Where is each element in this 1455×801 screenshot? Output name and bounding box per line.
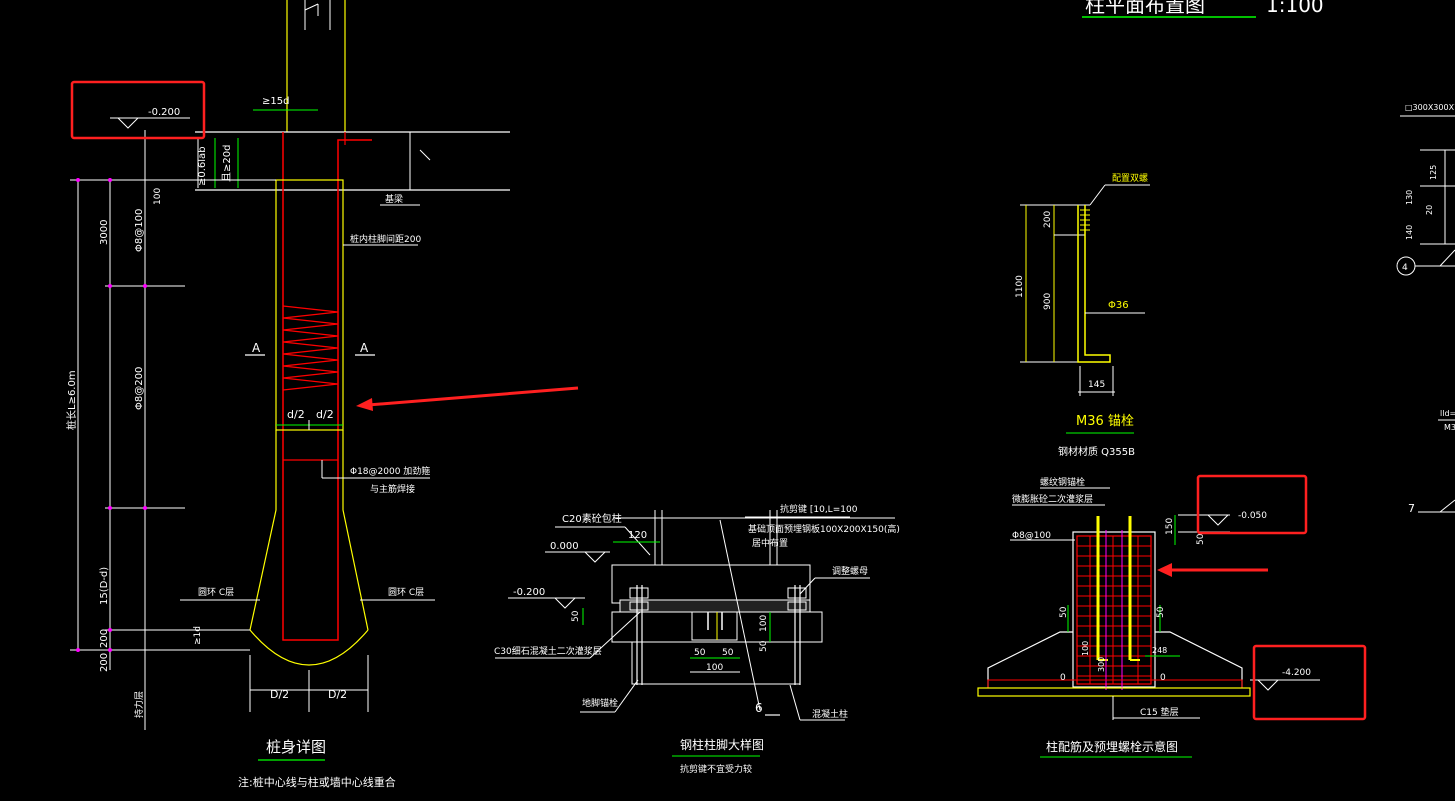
- steel-base-detail: C20素砼包柱 120 0.000 -0.200 50 抗剪键 [10,L=10…: [494, 503, 900, 775]
- column-title: 柱配筋及预埋螺栓示意图: [1046, 739, 1178, 754]
- stirrup-1: Φ8@100: [134, 209, 145, 252]
- arrow-to-stirrup: [367, 386, 579, 407]
- dim-15: 15(D-d): [99, 567, 110, 605]
- bolt-diameter: Φ36: [1108, 300, 1129, 311]
- dim-120: 120: [628, 530, 647, 541]
- zero-2: 0: [1160, 673, 1166, 683]
- highlight-box-bottom: [1252, 644, 1367, 721]
- edge-cut-b: M3: [1444, 423, 1455, 432]
- dim-100: 100: [759, 615, 769, 632]
- dim-50c: 50: [694, 648, 706, 658]
- elevation-top: -0.200: [148, 107, 180, 118]
- col-label2: 微膨胀砼二次灌浆层: [1012, 493, 1093, 505]
- dim-900: 900: [1043, 293, 1053, 310]
- d2-right: d/2: [316, 408, 334, 421]
- rebar-note2: 与主筋焊接: [370, 483, 415, 495]
- edge-20: 20: [1425, 205, 1434, 215]
- pile-detail: ≥15d ≥0.6lab 且≥20d A A d/2 d/2 桩: [65, 0, 579, 789]
- column-detail: 螺纹钢锚栓 微膨胀砼二次灌浆层 Φ8@100 C1: [977, 474, 1367, 758]
- header-title: 柱平面布置图: [1085, 0, 1205, 17]
- dim-100b: 100: [706, 663, 723, 673]
- section-a-left: A: [252, 341, 261, 355]
- highlight-box-top: [1196, 474, 1308, 535]
- anchor-material: 钢材材质 Q355B: [1058, 445, 1135, 458]
- dim-50b: 50: [759, 640, 769, 652]
- anchor-bolt-detail: 200 1100 900 配置双螺 Φ36 145 M36 锚栓 钢材材质 Q3…: [1015, 173, 1150, 458]
- edge-circle-4: 4: [1402, 263, 1408, 273]
- edge-num-7: 7: [1408, 502, 1415, 515]
- shear-key: 抗剪键 [10,L=100: [780, 503, 858, 515]
- dim-50b: 50: [1059, 606, 1069, 618]
- dim-300: 300: [1097, 657, 1106, 672]
- section-6: 6: [755, 701, 763, 715]
- rebar-note: Φ18@2000 加劲箍: [350, 465, 430, 477]
- dim-3000: 3000: [99, 220, 110, 245]
- pile-note: 注:桩中心线与柱或墙中心线重合: [238, 775, 396, 789]
- anchor-15d: ≥15d: [262, 96, 289, 107]
- dim-1100: 1100: [1015, 275, 1025, 298]
- pile-title: 桩身详图: [266, 738, 326, 756]
- section-a-right: A: [360, 341, 369, 355]
- anchor-06lab: ≥0.6lab: [197, 146, 208, 186]
- D2-right: D/2: [328, 688, 347, 701]
- dim-200: 200: [1043, 211, 1053, 228]
- plate-note2: 居中布置: [752, 537, 788, 549]
- bottom-label: 持力层: [133, 691, 145, 718]
- pad-label: C15 垫层: [1140, 706, 1179, 718]
- edge-130: 130: [1405, 190, 1414, 205]
- elev-bottom: -4.200: [1282, 668, 1311, 678]
- dim-145: 145: [1088, 380, 1105, 390]
- dim-1d: ≥1d: [193, 626, 203, 645]
- dim-248: 248: [1152, 646, 1167, 655]
- col-label1: 螺纹钢锚栓: [1040, 476, 1085, 488]
- dim-200a: 200: [99, 629, 110, 648]
- dim-100: 100: [1081, 641, 1090, 656]
- ring-right: 圆环 C层: [388, 587, 424, 598]
- stirrup-2: Φ8@200: [134, 367, 145, 410]
- dim-200b: 200: [99, 653, 110, 672]
- dim-50a: 50: [1196, 533, 1206, 545]
- steel-base-subtitle: 抗剪键不宜受力较: [680, 763, 752, 775]
- plate-note: 基础顶面预埋钢板100X200X150(高): [748, 523, 900, 535]
- dim-100: 100: [153, 188, 163, 205]
- edge-cut-a: lld=: [1440, 409, 1455, 418]
- D2-left: D/2: [270, 688, 289, 701]
- steel-base-title: 钢柱柱脚大样图: [680, 737, 764, 752]
- d2-left: d/2: [287, 408, 305, 421]
- anchor-label: 地脚锚栓: [582, 697, 618, 709]
- zero-1: 0: [1060, 673, 1066, 683]
- concrete-label: 混凝土柱: [812, 708, 848, 720]
- elev-top: -0.050: [1238, 511, 1267, 521]
- nut-label: 调整螺母: [832, 565, 868, 577]
- ring-left: 圆环 C层: [198, 587, 234, 598]
- elevation-neg: -0.200: [513, 587, 545, 598]
- edge-125: 125: [1429, 165, 1438, 180]
- dim-50c: 50: [1156, 606, 1166, 618]
- elevation-0: 0.000: [550, 541, 579, 552]
- spacing-label: 桩内柱脚间距200: [350, 233, 421, 245]
- highlight-box-elevation: [70, 80, 206, 140]
- drawing-header: 柱平面布置图 1:100: [1082, 0, 1324, 18]
- col-stirrup: Φ8@100: [1012, 531, 1051, 541]
- anchor-20d: 且≥20d: [221, 145, 233, 182]
- c20-label: C20素砼包柱: [562, 512, 622, 525]
- anchor-title: M36 锚栓: [1076, 414, 1134, 429]
- header-scale: 1:100: [1266, 0, 1324, 17]
- pile-length: 桩长L≥6.0m: [65, 370, 78, 430]
- grout-label: C30细石混凝土二次灌浆层: [494, 645, 602, 657]
- top-label: 配置双螺: [1112, 173, 1148, 184]
- dim-150: 150: [1165, 518, 1175, 535]
- edge-140: 140: [1405, 225, 1414, 240]
- dim-50d: 50: [722, 648, 734, 658]
- dim-50a: 50: [571, 610, 581, 622]
- beam-label: 基梁: [385, 193, 403, 205]
